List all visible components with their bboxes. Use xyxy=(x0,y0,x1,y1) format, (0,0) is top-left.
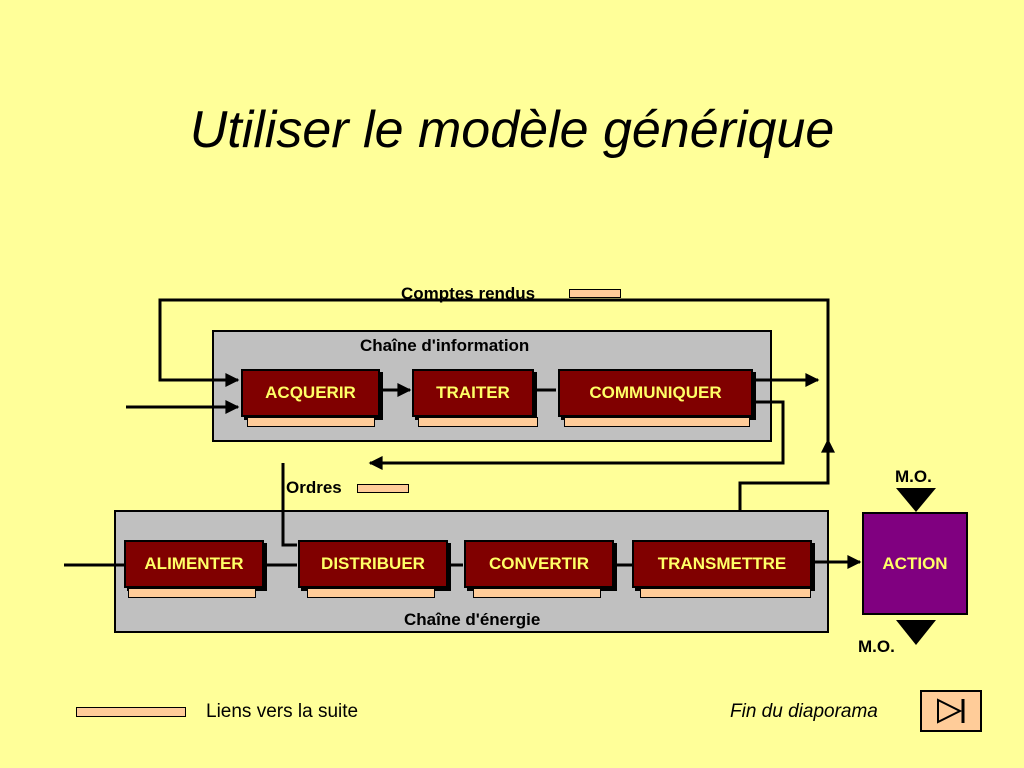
slide-title: Utiliser le modèle générique xyxy=(189,101,835,159)
mo-top-label: M.O. xyxy=(895,467,932,486)
transmettre-link-bar[interactable] xyxy=(640,588,811,598)
mo-bottom-triangle xyxy=(896,620,936,645)
info-chain-label: Chaîne d'information xyxy=(360,336,530,355)
ordres-line xyxy=(368,400,785,470)
legend-link-bar xyxy=(76,707,186,717)
comptes-rendus-label: Comptes rendus xyxy=(401,284,536,303)
function-convertir: CONVERTIR xyxy=(464,540,614,588)
comptes-rendus-link-bar[interactable] xyxy=(569,289,621,298)
function-acquerir: ACQUERIR xyxy=(241,369,380,417)
end-slideshow-label: Fin du diaporama xyxy=(730,701,878,722)
function-distribuer: DISTRIBUER xyxy=(298,540,448,588)
function-communiquer: COMMUNIQUER xyxy=(558,369,753,417)
ordres-link-bar[interactable] xyxy=(357,484,409,493)
function-alimenter: ALIMENTER xyxy=(124,540,264,588)
mo-bottom-label: M.O. xyxy=(858,637,895,656)
end-slideshow-button[interactable] xyxy=(920,690,982,732)
energy-chain-label: Chaîne d'énergie xyxy=(404,610,541,629)
acquerir-link-bar[interactable] xyxy=(247,417,375,427)
comptes-rendus-line xyxy=(158,298,830,510)
ordres-label: Ordres xyxy=(286,478,342,497)
traiter-link-bar[interactable] xyxy=(418,417,538,427)
function-traiter: TRAITER xyxy=(412,369,534,417)
convertir-link-bar[interactable] xyxy=(473,588,601,598)
distribuer-link-bar[interactable] xyxy=(307,588,435,598)
mo-top-triangle xyxy=(896,488,936,512)
communiquer-link-bar[interactable] xyxy=(564,417,750,427)
end-icon xyxy=(937,698,965,724)
function-transmettre: TRANSMETTRE xyxy=(632,540,812,588)
action-block: ACTION xyxy=(862,512,968,615)
legend-label: Liens vers la suite xyxy=(206,701,359,722)
alimenter-link-bar[interactable] xyxy=(128,588,256,598)
ordres-down-line xyxy=(281,463,297,547)
